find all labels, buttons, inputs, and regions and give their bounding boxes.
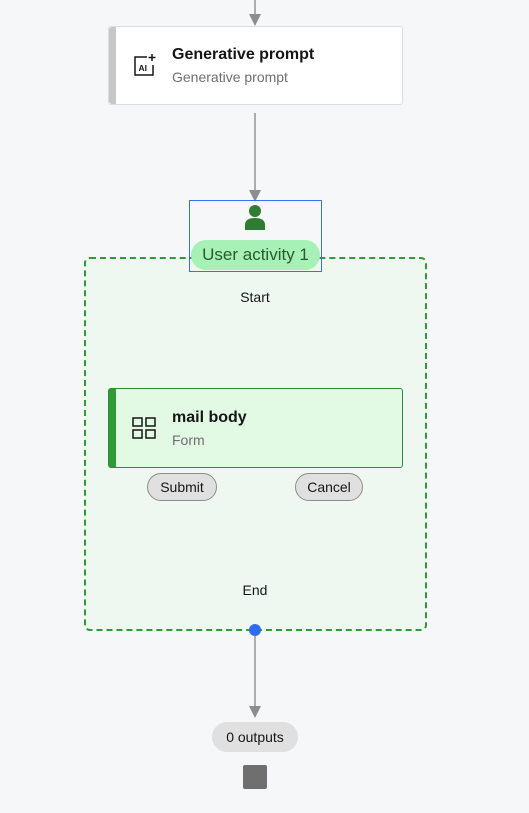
user-activity-label[interactable]: User activity 1 (191, 240, 320, 270)
node-stripe (109, 389, 116, 467)
start-label: Start (240, 289, 270, 305)
output-port[interactable] (249, 624, 261, 636)
form-node-subtitle: Form (172, 431, 205, 448)
user-icon (244, 203, 266, 236)
node-subtitle: Generative prompt (172, 69, 288, 85)
cancel-button[interactable]: Cancel (295, 473, 363, 501)
form-node-title: mail body (172, 408, 247, 426)
node-title: Generative prompt (172, 46, 315, 63)
generative-prompt-node[interactable]: AI Generative prompt Generative prompt (108, 26, 403, 105)
svg-text:AI: AI (139, 63, 148, 73)
ai-sparkle-icon: AI (116, 27, 172, 104)
form-node[interactable]: mail body Form (108, 388, 403, 468)
node-stripe (109, 27, 116, 104)
form-grid-icon (116, 389, 172, 467)
user-activity-header[interactable] (189, 200, 322, 272)
submit-button[interactable]: Submit (147, 473, 217, 501)
end-label: End (242, 582, 268, 598)
outputs-badge[interactable]: 0 outputs (212, 722, 298, 752)
end-node-icon (243, 765, 267, 789)
